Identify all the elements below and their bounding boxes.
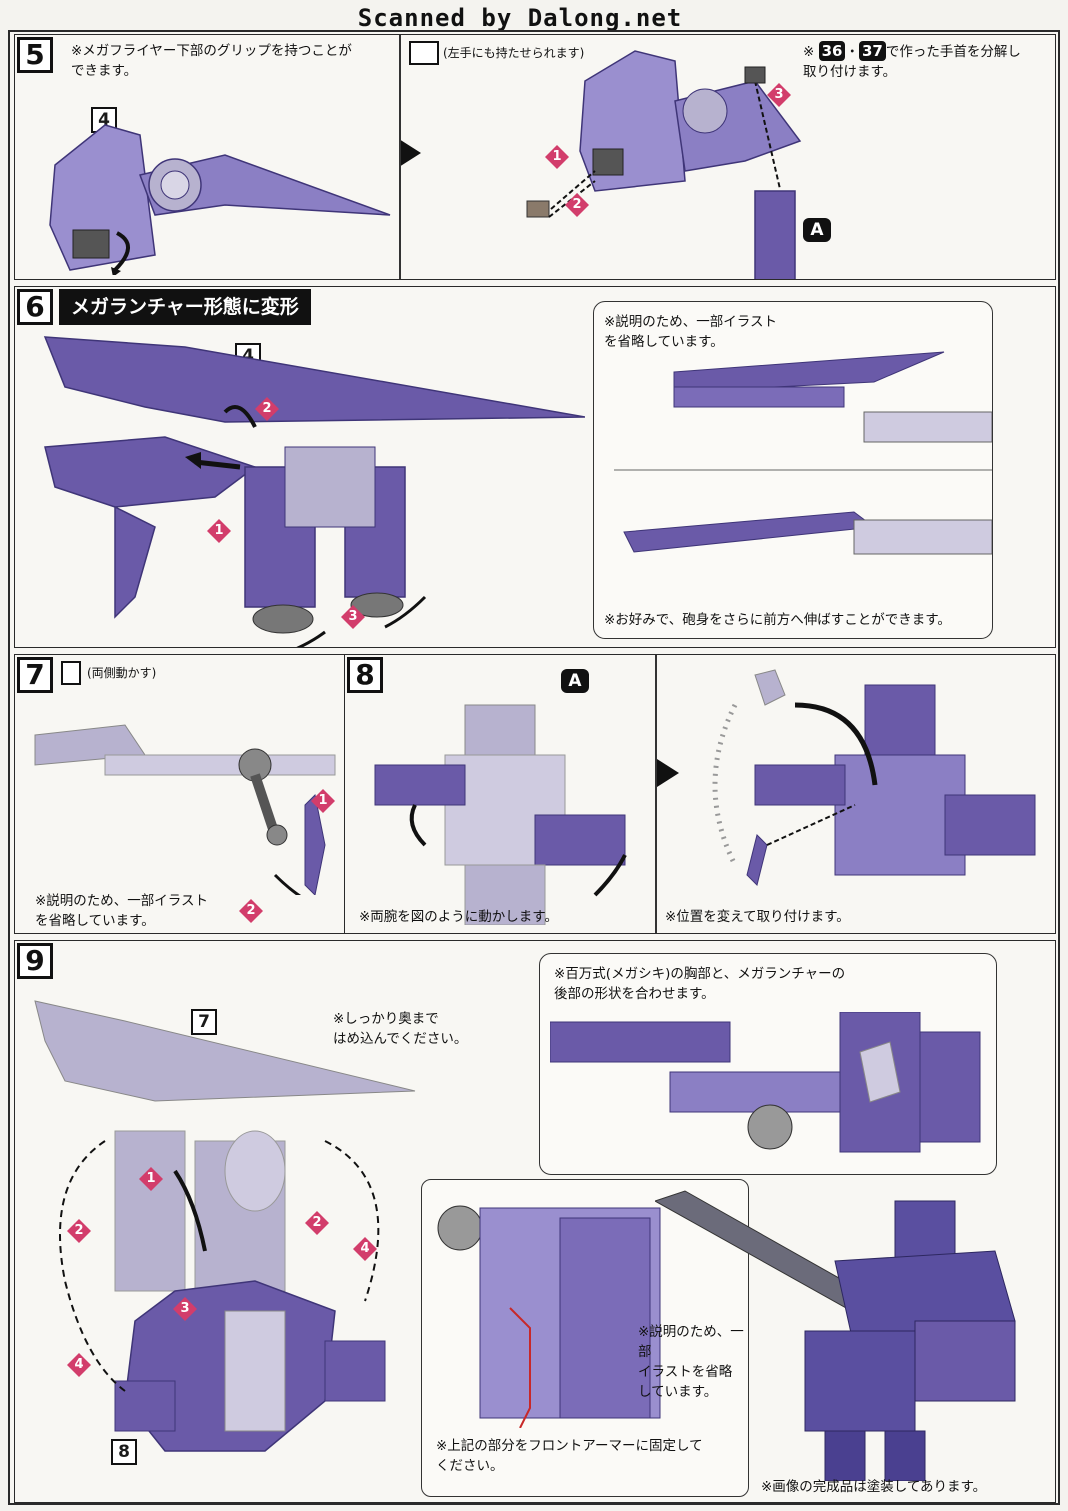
step-5-divider (399, 35, 401, 279)
marker-4-left: 4 (67, 1353, 91, 1377)
marker-3: 3 (173, 1297, 197, 1321)
chest-alignment-note: ※百万式(メガシキ)の胸部と、メガランチャーの 後部の形状を合わせます。 (554, 966, 846, 1002)
marker-1: 1 (139, 1167, 163, 1191)
step-8-panel: 8 A ※両腕を図のように動かします。 ※位置を変えて取り付けます。 (344, 654, 1056, 934)
step-number: 5 (17, 37, 53, 73)
step-5-note: ※メガフライヤー下部のグリップを持つことが できます。 (71, 41, 352, 81)
step-6-title: メガランチャー形態に変形 (59, 289, 311, 325)
fix-to-front-armor-note: ※上記の部分をフロントアーマーに固定して ください。 (436, 1438, 703, 1474)
flyer-hand-assembly-illustration (526, 50, 802, 279)
step-8-divider (655, 655, 657, 933)
marker-4-right: 4 (353, 1237, 377, 1261)
move-both-sides-icon (61, 661, 81, 685)
step-number: 6 (17, 289, 53, 325)
marker-3: 3 (767, 83, 791, 107)
step-7-panel: 7 (両側動かす) 1 2 ※説明のため、一部イラスト を省略しています。 (14, 654, 348, 934)
arm-pose-illustration (374, 704, 627, 925)
marker-2: 2 (255, 397, 279, 421)
next-arrow-icon (657, 759, 679, 787)
hand-swap-icon (409, 41, 439, 65)
front-armor-detail-box: ※説明のため、一部 イラストを省略 しています。 ※上記の部分をフロントアーマー… (421, 1179, 749, 1497)
marker-3: 3 (341, 605, 365, 629)
barrel-detail-box: ※説明のため、一部イラスト を省略しています。 ※お好みで、砲身をさらに前方へ伸… (593, 301, 993, 639)
step-number: 7 (17, 657, 53, 693)
step-9-panel: 9 7 8 ※しっかり奥まで はめ込んでください。 1 2 2 (14, 940, 1056, 1503)
omitted-illustration-note: ※説明のため、一部イラスト を省略しています。 (35, 893, 209, 929)
finished-model-photo (655, 1190, 1016, 1481)
marker-1: 1 (545, 145, 569, 169)
part-relocation-illustration (712, 669, 1036, 886)
arm-joint-illustration (34, 724, 336, 895)
move-arms-note: ※両腕を図のように動かします。 (359, 909, 558, 925)
omitted-illustration-note: ※説明のため、一部イラスト を省略しています。 (604, 314, 778, 350)
front-armor-detail-illustration (437, 1205, 661, 1428)
marker-2-right: 2 (305, 1211, 329, 1235)
press-fit-note: ※しっかり奥まで はめ込んでください。 (333, 1011, 468, 1047)
marker-2-left: 2 (67, 1219, 91, 1243)
barrel-detail-illustration (614, 351, 992, 555)
scan-watermark: Scanned by Dalong.net (357, 4, 683, 32)
marker-1: 1 (207, 519, 231, 543)
grip-note-text: ※メガフライヤー下部のグリップを持つことが できます。 (71, 43, 352, 79)
move-both-sides-note: (両側動かす) (87, 666, 157, 680)
part-37-badge: 37 (858, 41, 886, 61)
marker-2: 2 (239, 899, 263, 923)
ref-box-bottom: 8 (111, 1439, 137, 1465)
assembly-label-a: A (561, 669, 589, 693)
instruction-sheet: 5 ※メガフライヤー下部のグリップを持つことが できます。 4 (左手にも持たせ… (8, 30, 1060, 1505)
extend-barrel-note: ※お好みで、砲身をさらに前方へ伸ばすことができます。 (604, 612, 951, 628)
omitted-illustration-note: ※説明のため、一部 イラストを省略 しています。 (638, 1324, 744, 1400)
relocate-part-note: ※位置を変えて取り付けます。 (665, 909, 850, 925)
part-36-badge: 36 (818, 41, 846, 61)
mega-flyer-illustration (49, 124, 391, 275)
step-number: 8 (347, 657, 383, 693)
chest-alignment-box: ※百万式(メガシキ)の胸部と、メガランチャーの 後部の形状を合わせます。 (539, 953, 997, 1175)
launcher-mount-illustration (34, 1000, 416, 1452)
ref-box-top: 7 (191, 1009, 217, 1035)
next-arrow-icon (399, 139, 421, 167)
step-number: 9 (17, 943, 53, 979)
assembly-label-a: A (803, 218, 831, 242)
painted-sample-note: ※画像の完成品は塗装してあります。 (761, 1479, 987, 1495)
step-5-panel: 5 ※メガフライヤー下部のグリップを持つことが できます。 4 (左手にも持たせ… (14, 34, 1056, 280)
chest-alignment-illustration (550, 1012, 981, 1153)
mega-launcher-transform-illustration (43, 336, 585, 647)
left-hand-note: (左手にも持たせられます) (443, 46, 585, 60)
marker-1: 1 (311, 789, 335, 813)
step-6-panel: 6 メガランチャー形態に変形 4 1 2 3 (14, 286, 1056, 648)
marker-2: 2 (565, 193, 589, 217)
